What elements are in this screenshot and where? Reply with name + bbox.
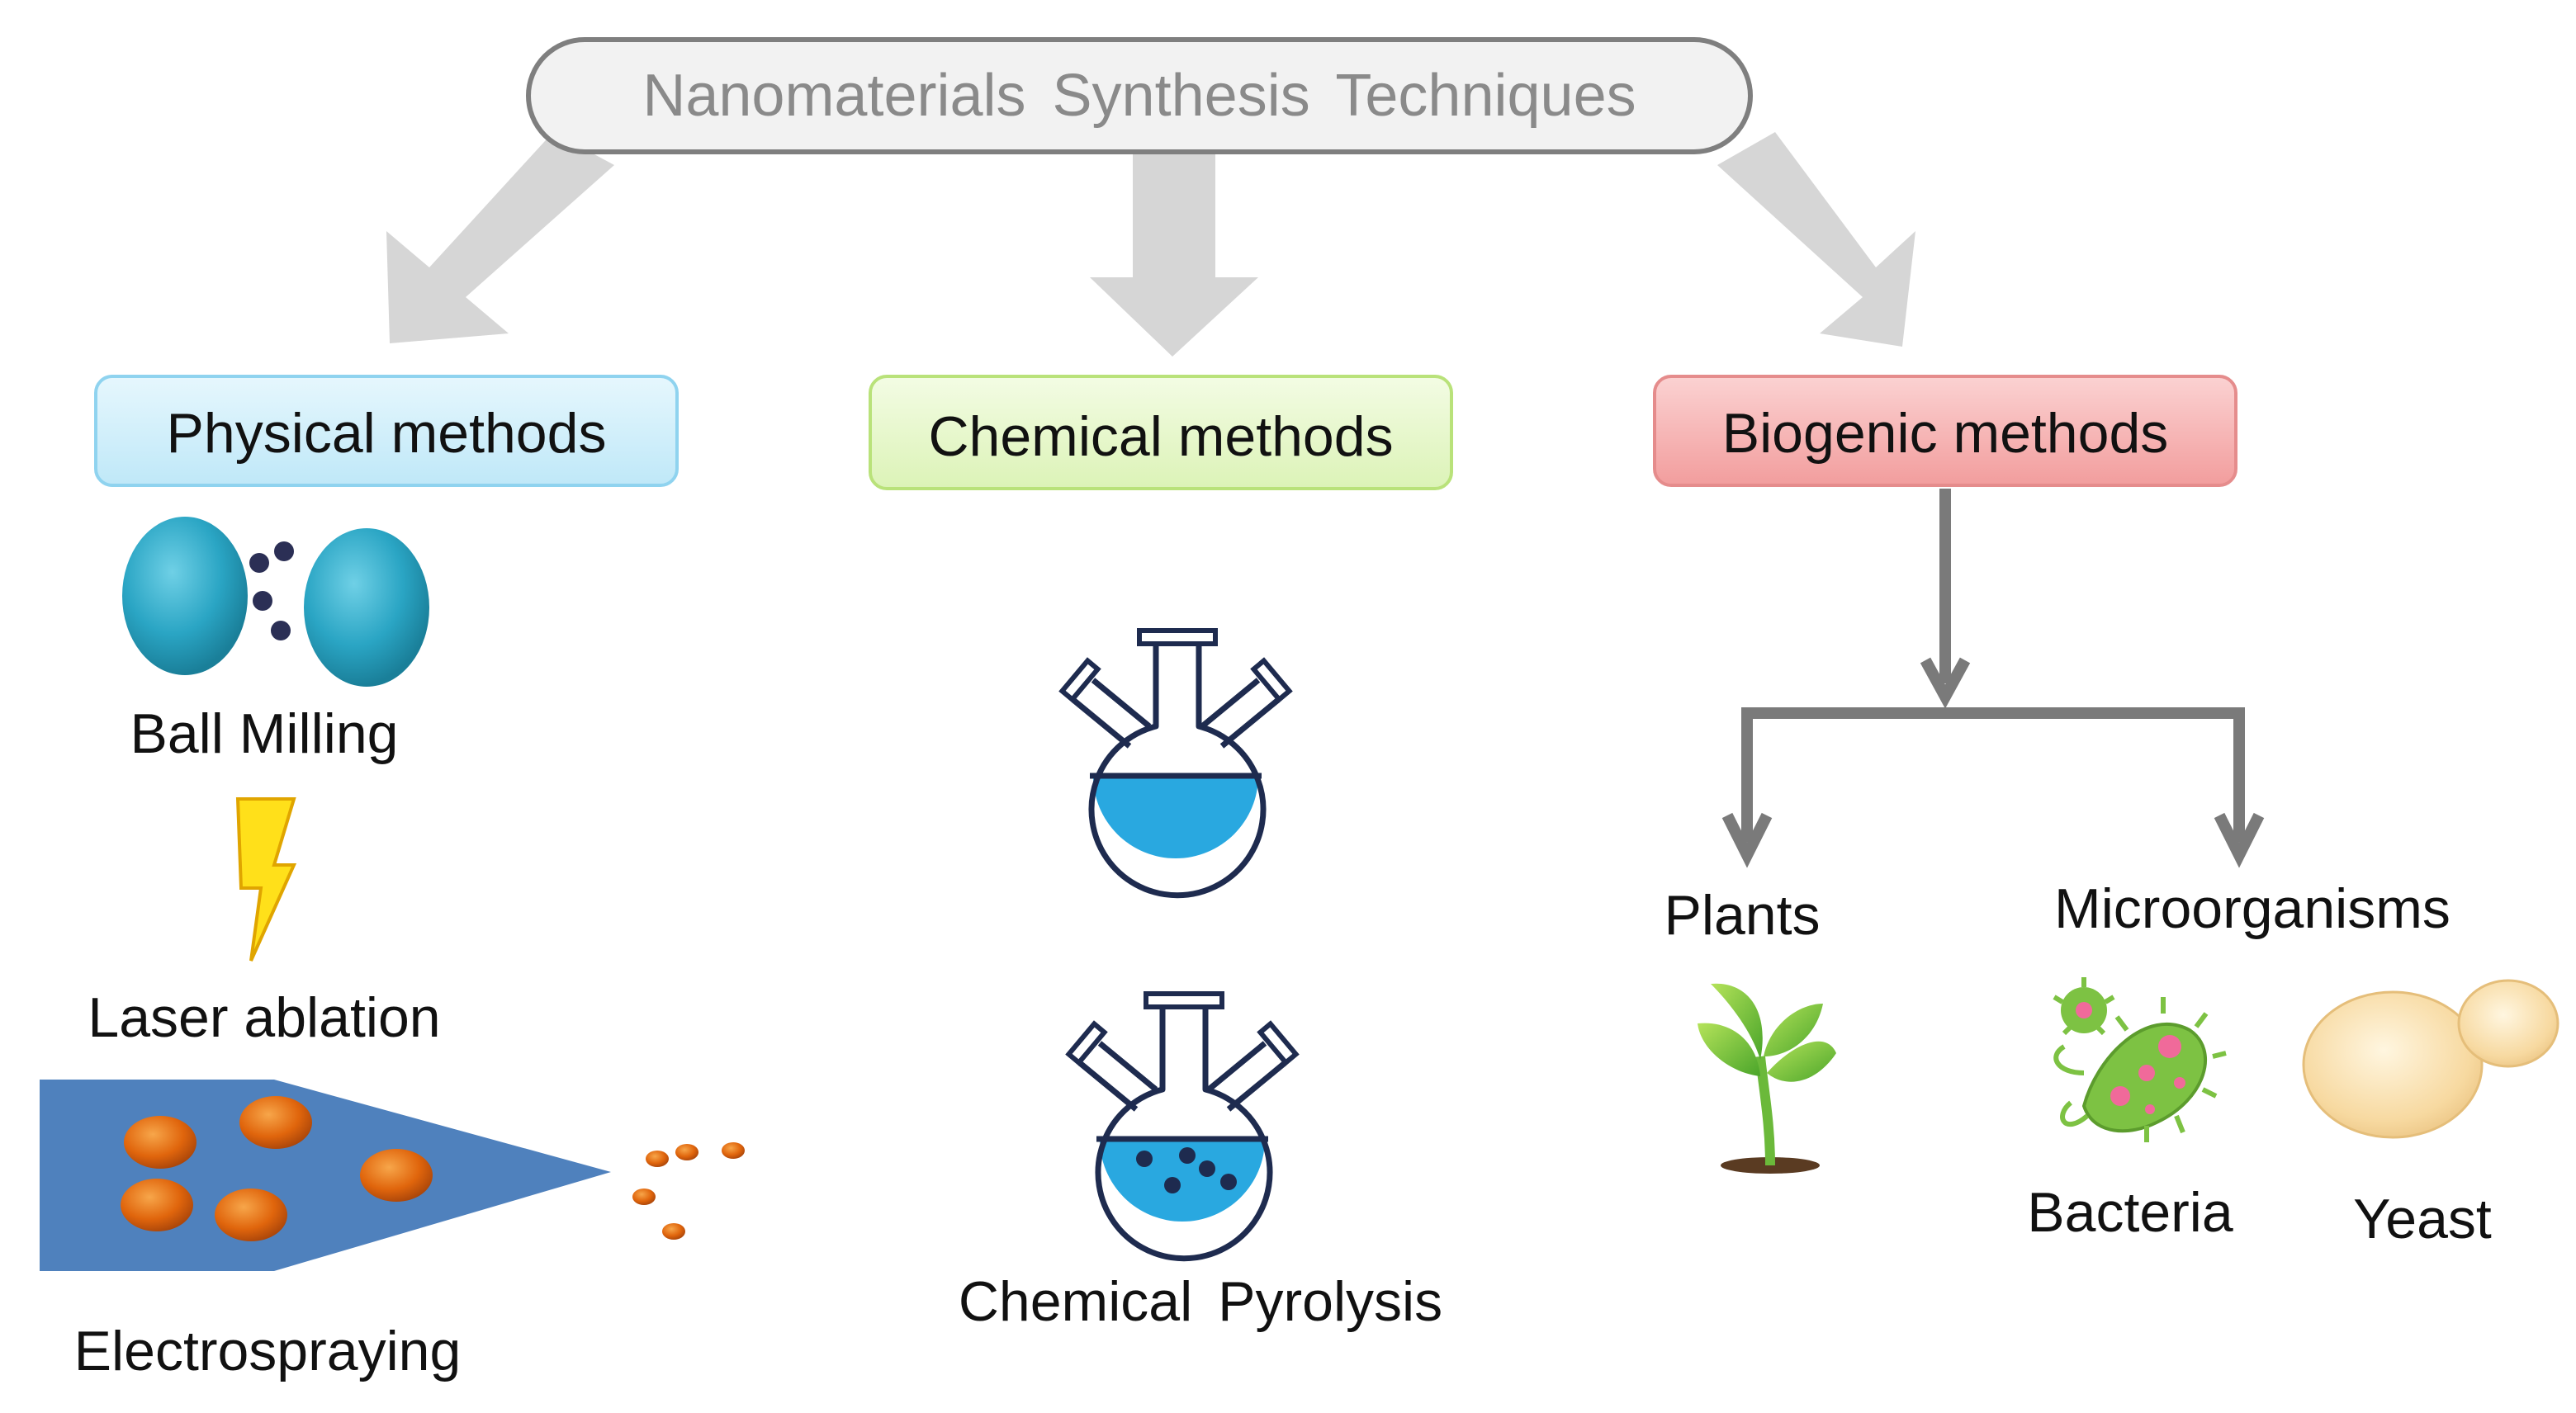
diagram-title: Nanomaterials Synthesis Techniques	[642, 63, 1636, 129]
physical-methods-label: Physical methods	[167, 402, 607, 465]
plant-sprout-icon	[1698, 983, 1836, 1174]
bacteria-label: Bacteria	[2027, 1181, 2233, 1244]
microorganisms-label: Microorganisms	[2054, 877, 2451, 940]
yeast-icon	[2302, 979, 2559, 1139]
flask-with-particles-icon	[1065, 991, 1300, 1262]
biogenic-connector-tree	[1721, 489, 2265, 868]
bacteria-icon	[2053, 977, 2227, 1142]
physical-methods-box: Physical methods	[94, 375, 679, 487]
chemical-methods-box: Chemical methods	[869, 375, 1453, 490]
biogenic-methods-label: Biogenic methods	[1722, 402, 2169, 465]
round-bottom-flask-icon	[1058, 628, 1293, 899]
ball-milling-label: Ball Milling	[130, 702, 399, 765]
electrospraying-label: Electrospraying	[74, 1320, 462, 1382]
left-arrow	[386, 132, 614, 343]
laser-ablation-label: Laser ablation	[88, 986, 440, 1049]
yeast-label: Yeast	[2353, 1188, 2492, 1250]
plants-label: Plants	[1664, 884, 1821, 947]
biogenic-methods-box: Biogenic methods	[1653, 375, 2237, 487]
ball-milling-icon	[122, 517, 429, 687]
chemical-pyrolysis-label: Chemical Pyrolysis	[959, 1270, 1442, 1333]
center-arrow	[1090, 152, 1258, 357]
chemical-methods-label: Chemical methods	[928, 405, 1393, 468]
right-arrow	[1717, 132, 1915, 347]
electrospray-nozzle-icon	[40, 1080, 745, 1271]
title-box: Nanomaterials Synthesis Techniques	[526, 37, 1753, 154]
lightning-icon	[235, 797, 297, 962]
